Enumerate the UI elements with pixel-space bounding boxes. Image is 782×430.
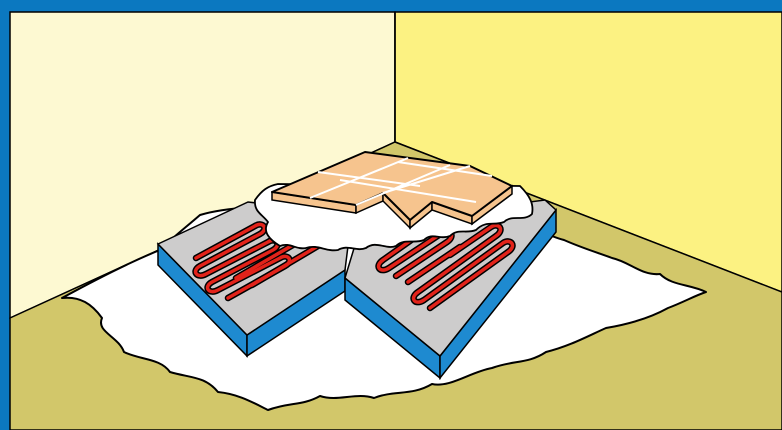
tile-grid (271, 151, 513, 230)
blue-frame-top (0, 0, 782, 14)
